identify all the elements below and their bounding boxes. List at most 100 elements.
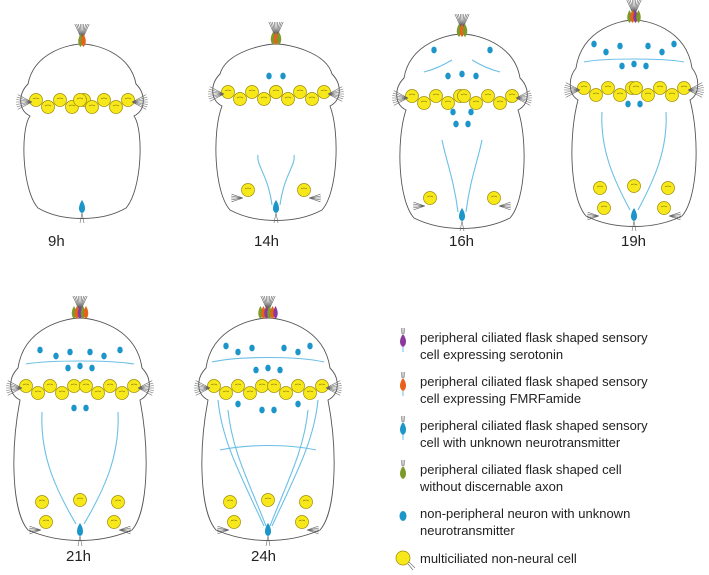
multiciliated-cell bbox=[627, 179, 641, 193]
cell-body bbox=[221, 85, 235, 99]
multiciliated-cell bbox=[629, 81, 643, 95]
cell-nucleus bbox=[496, 100, 504, 103]
multiciliated-cell bbox=[35, 495, 49, 509]
cell-nucleus bbox=[110, 519, 118, 522]
apical-flask-cell bbox=[273, 306, 278, 319]
multiciliated-cell bbox=[613, 88, 627, 102]
neuron bbox=[473, 72, 479, 80]
cell-body bbox=[303, 386, 317, 400]
multiciliated-cell bbox=[589, 88, 603, 102]
icon-cilia bbox=[401, 415, 405, 423]
nerve-fiber bbox=[471, 59, 501, 73]
flask-cell-icon bbox=[400, 327, 406, 352]
cell-body bbox=[481, 89, 495, 103]
posterior-cilia bbox=[77, 535, 83, 547]
stage-label-16h: 16h bbox=[449, 233, 474, 250]
cell-nucleus bbox=[38, 499, 46, 502]
multiciliated-cell bbox=[233, 92, 247, 106]
nerve-fiber bbox=[41, 411, 77, 525]
posterior-cilia bbox=[631, 220, 637, 232]
cell-nucleus bbox=[282, 390, 290, 393]
neuron bbox=[235, 348, 241, 356]
multiciliated-cell bbox=[269, 85, 283, 99]
cell-body bbox=[245, 85, 259, 99]
cell-body bbox=[597, 201, 611, 215]
multiciliated-cell bbox=[115, 386, 129, 400]
cell-body bbox=[79, 379, 93, 393]
cell-nucleus bbox=[32, 97, 40, 100]
multiciliated-cell bbox=[317, 85, 331, 99]
cell-nucleus bbox=[296, 89, 304, 92]
apical-flask-cell bbox=[462, 24, 468, 37]
multiciliated-cell bbox=[505, 89, 519, 103]
cell-nucleus bbox=[248, 89, 256, 92]
multiciliated-cell bbox=[457, 89, 471, 103]
neuron bbox=[645, 42, 651, 50]
flask-cell bbox=[265, 523, 271, 536]
cell-nucleus bbox=[76, 97, 84, 100]
cell-nucleus bbox=[88, 104, 96, 107]
cell-body bbox=[677, 81, 691, 95]
cell-nucleus bbox=[298, 519, 306, 522]
body-outline bbox=[212, 43, 340, 221]
nerve-fiber bbox=[465, 139, 483, 213]
neuron bbox=[65, 364, 71, 372]
larva-24h bbox=[194, 295, 342, 547]
multiciliated-cell bbox=[241, 183, 255, 197]
neuron bbox=[671, 40, 677, 48]
cell-nucleus bbox=[432, 93, 440, 96]
multiciliated-cell bbox=[73, 93, 87, 107]
cilia-tuft bbox=[16, 94, 33, 110]
cell-nucleus bbox=[604, 85, 612, 88]
cell-body bbox=[43, 379, 57, 393]
neuron bbox=[617, 42, 623, 50]
cell-body bbox=[227, 515, 241, 529]
cell-body bbox=[255, 379, 269, 393]
multiciliated-cell bbox=[405, 89, 419, 103]
cilia-tuft bbox=[668, 211, 681, 221]
apical-tuft bbox=[74, 23, 90, 41]
posterior-cilia bbox=[79, 212, 85, 224]
cilia-tuft bbox=[587, 211, 600, 221]
nerve-fiber bbox=[441, 139, 459, 213]
neuron bbox=[591, 40, 597, 48]
cilia-tuft bbox=[564, 82, 581, 98]
cell-nucleus bbox=[284, 96, 292, 99]
cell-nucleus bbox=[264, 497, 272, 500]
multiciliated-cell bbox=[207, 379, 221, 393]
icon-flask bbox=[400, 422, 406, 435]
cell-nucleus bbox=[630, 183, 638, 186]
icon-cilia bbox=[401, 459, 405, 467]
cilia-tuft bbox=[325, 380, 342, 396]
neuron bbox=[307, 342, 313, 350]
neuron bbox=[281, 344, 287, 352]
multiciliated-cell bbox=[127, 379, 141, 393]
cell-body bbox=[487, 191, 501, 205]
cell-body bbox=[577, 81, 591, 95]
neuron bbox=[87, 348, 93, 356]
neuron bbox=[659, 48, 665, 56]
cell-nucleus bbox=[106, 383, 114, 386]
multiciliated-cell bbox=[19, 379, 33, 393]
flask-cell-icon bbox=[400, 415, 406, 440]
posterior-cilia bbox=[459, 220, 465, 232]
neuron bbox=[77, 362, 83, 370]
nerve-fiber bbox=[269, 409, 309, 527]
multiciliated-cell bbox=[79, 379, 93, 393]
cell-nucleus bbox=[664, 185, 672, 188]
multiciliated-cell bbox=[493, 96, 507, 110]
nerve-fiber bbox=[83, 411, 119, 525]
cell-body bbox=[505, 89, 519, 103]
cell-nucleus bbox=[270, 383, 278, 386]
legend-line-1: peripheral ciliated flask shaped sensory bbox=[420, 330, 648, 345]
neuron bbox=[89, 364, 95, 372]
neuron bbox=[619, 62, 625, 70]
cell-body bbox=[665, 88, 679, 102]
apical-tuft bbox=[260, 295, 276, 313]
cell-body bbox=[223, 495, 237, 509]
cell-nucleus bbox=[580, 85, 588, 88]
nerve-fiber bbox=[219, 444, 317, 451]
neuron bbox=[235, 400, 241, 408]
stage-label-19h: 19h bbox=[621, 233, 646, 250]
